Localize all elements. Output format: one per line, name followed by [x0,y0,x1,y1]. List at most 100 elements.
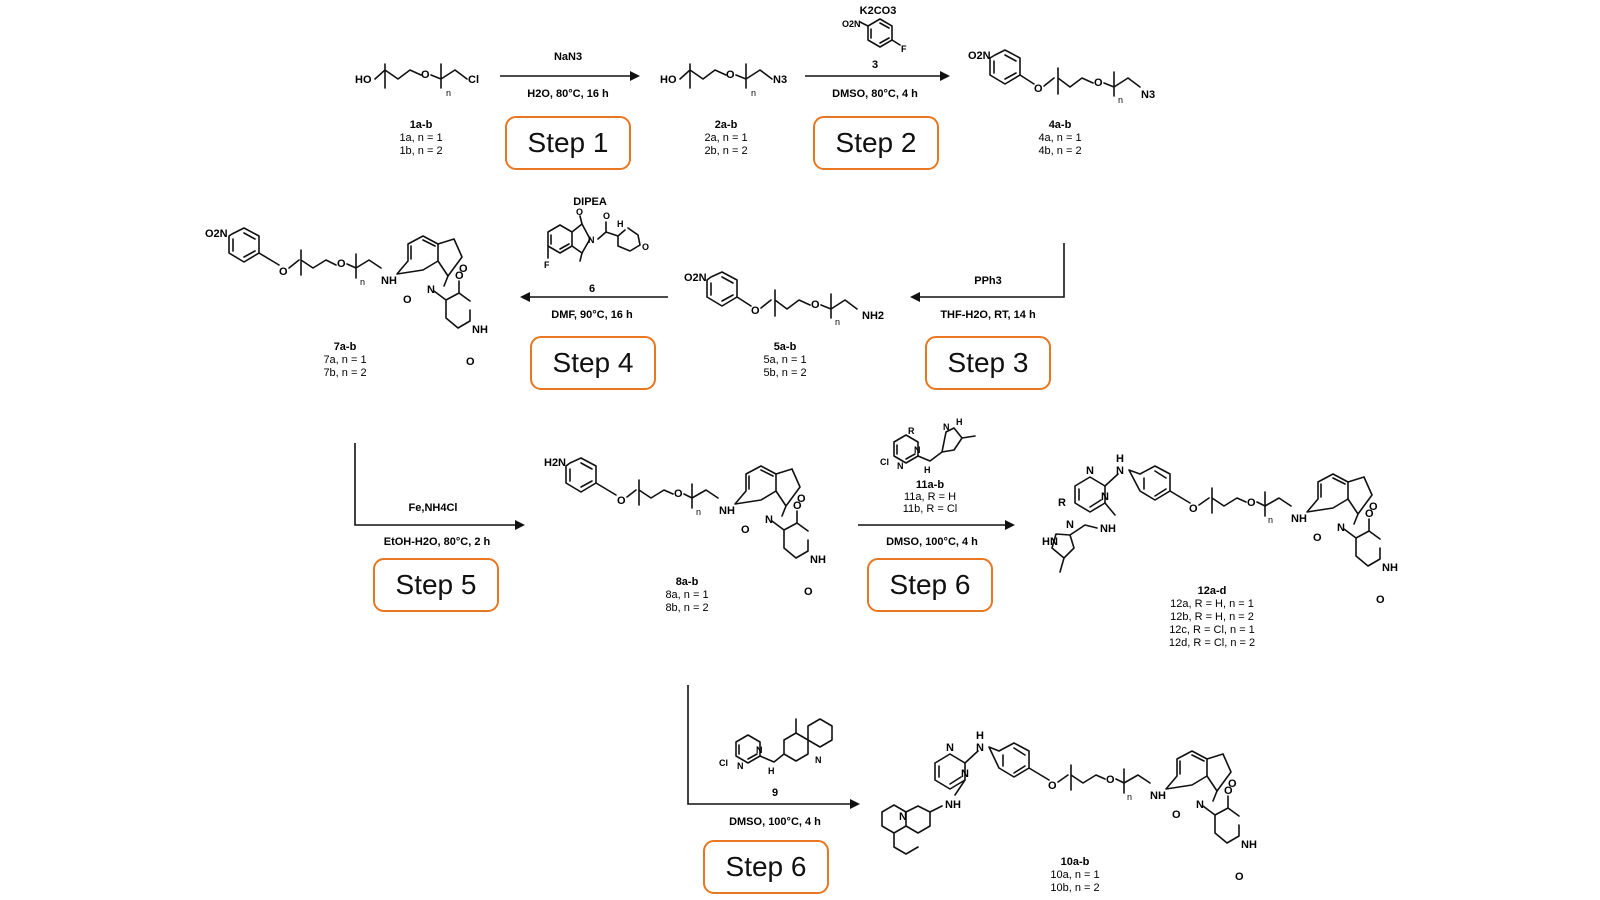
ether-o-label: O [1106,774,1115,786]
glutarimide-nh-label: NH [1382,562,1398,574]
step-2-box: Step 2 [813,116,939,170]
compound-12d-label: 12d, R = Cl, n = 2 [1169,637,1255,649]
aryl-ether-o-label: O [1048,780,1057,792]
glutarimide-o2-label: O [466,356,475,368]
compound-10: N N H N NH N O O n NH O O N O NH O 10a-b… [881,730,1257,894]
compound-10-name: 10a-b [1061,856,1090,868]
nitro-label: O2N [842,19,861,29]
nh-n-label: N [1116,465,1124,477]
compound-2: HO O n N3 2a-b 2a, n = 1 2b, n = 2 [660,63,787,157]
compound-11-name: 11a-b [916,479,944,491]
glutarimide-nh-label: NH [810,554,826,566]
r-group-label: R [1058,497,1066,509]
amine-nh-label: NH [381,275,397,287]
glutarimide-nh-label: NH [472,324,488,336]
step6-conditions: DMSO, 100°C, 4 h [886,536,978,548]
compound-4b-label: 4b, n = 2 [1038,145,1081,157]
glutarimide-o2-label: O [1376,594,1385,606]
imide-o-label: O [576,207,583,217]
amine-nh2-label: NH [1291,513,1307,525]
pyrimidine-n-label: N [1086,465,1094,477]
arrow-step-4: DIPEA O F N O H O 6 DMF, 90°C, 16 h [520,196,668,321]
pyrimidine-n-label: N [946,742,954,754]
compound-8b-label: 8b, n = 2 [665,602,708,614]
compound-10b-label: 10b, n = 2 [1050,882,1099,894]
ether-o-label: O [674,488,683,500]
pyrazole-hn-label: HN [1042,536,1058,548]
nh-h-label: H [976,730,984,742]
r-group-label: R [908,426,915,436]
compound-6-name: 6 [589,283,595,295]
pyrimidine-n2-label: N [961,768,969,780]
glutarimide-o-label: O [1224,785,1233,797]
arrow-step-3: PPh3 THF-H2O, RT, 14 h [910,243,1065,321]
amine-nh-label: NH [945,799,961,811]
imide-o-label: O [1369,501,1378,513]
compound-2-name: 2a-b [715,119,738,131]
arrow-step-6b: Cl N N H N 9 DMSO, 100°C, 4 h [687,685,860,828]
pyrazole-n-label: N [1066,519,1074,531]
azide-label: N3 [1141,89,1155,101]
aniline-nh2-label: H2N [544,457,566,469]
step2-base: K2CO3 [860,5,897,17]
compound-12b-label: 12b, R = H, n = 2 [1170,611,1254,623]
arrow-step-2: K2CO3 O2N F 3 DMSO, 80°C, 4 h [805,5,950,100]
aryl-ether-o-label: O [1034,83,1043,95]
repeat-n-label: n [1127,792,1132,802]
step4-conditions: DMF, 90°C, 16 h [551,309,633,321]
compound-10a-label: 10a, n = 1 [1050,869,1099,881]
nitro-label: O2N [205,228,228,240]
aryl-ether-o-label: O [751,305,760,317]
quinoline-n-label: N [815,755,822,765]
amine-nh-label: NH [1100,523,1116,535]
compound-9-name: 9 [772,787,778,799]
imide-n-label: N [1337,522,1345,534]
imide-o2-label: O [1172,809,1181,821]
compound-4: O2N O O n N3 4a-b 4a, n = 1 4b, n = 2 [968,49,1155,157]
nh-n-label: N [976,742,984,754]
repeat-n-label: n [1268,515,1273,525]
aryl-ether-o-label: O [279,266,288,278]
nh-h-label: H [924,465,931,475]
imide-o2-label: O [403,294,412,306]
ether-o-label: O [1094,77,1103,89]
compound-1-name: 1a-b [410,119,433,131]
step1-reagent: NaN3 [554,51,582,63]
pyrazole-n-label: N [943,422,950,432]
chloro-label: Cl [880,457,889,467]
compound-8: H2N O O n NH O O N O NH O 8a-b 8a, n = 1… [544,457,826,614]
step-3-box: Step 3 [925,336,1051,390]
compound-7-name: 7a-b [334,341,357,353]
aryl-ether-o-label: O [617,495,626,507]
step1-conditions: H2O, 80°C, 16 h [527,88,609,100]
glutarimide-o-label: O [793,500,802,512]
nh-h-label: H [1116,453,1124,465]
amine-nh2-label: NH [1150,790,1166,802]
imide-o-label: O [1228,778,1237,790]
compound-7b-label: 7b, n = 2 [323,367,366,379]
step-6b-box: Step 6 [703,840,829,894]
fluoro-label: F [901,44,907,54]
compound-5b-label: 5b, n = 2 [763,367,806,379]
compound-5: O2N O O n NH2 5a-b 5a, n = 1 5b, n = 2 [684,271,884,379]
step-1-box: Step 1 [505,116,631,170]
ether-o-label: O [421,69,430,81]
arrow-step-1: NaN3 H2O, 80°C, 16 h [500,51,640,100]
amine-label: NH2 [862,310,884,322]
nitro-label: O2N [968,50,991,62]
ether-o-label: O [811,299,820,311]
step5-conditions: EtOH-H2O, 80°C, 2 h [384,536,491,548]
compound-2b-label: 2b, n = 2 [704,145,747,157]
repeat-n-label: n [446,88,451,98]
repeat-n-label: n [835,317,840,327]
step6b-conditions: DMSO, 100°C, 4 h [729,816,821,828]
step-6-box: Step 6 [867,558,993,612]
glutarimide-o-label: O [1365,508,1374,520]
compound-8a-label: 8a, n = 1 [665,589,708,601]
pyrimidine-n-label: N [737,761,744,771]
hydroxyl-label: HO [660,74,677,86]
step4-base: DIPEA [573,196,607,208]
nh-h-label: H [617,219,624,229]
step3-reagent: PPh3 [974,275,1002,287]
imide-n-label: N [427,284,435,296]
